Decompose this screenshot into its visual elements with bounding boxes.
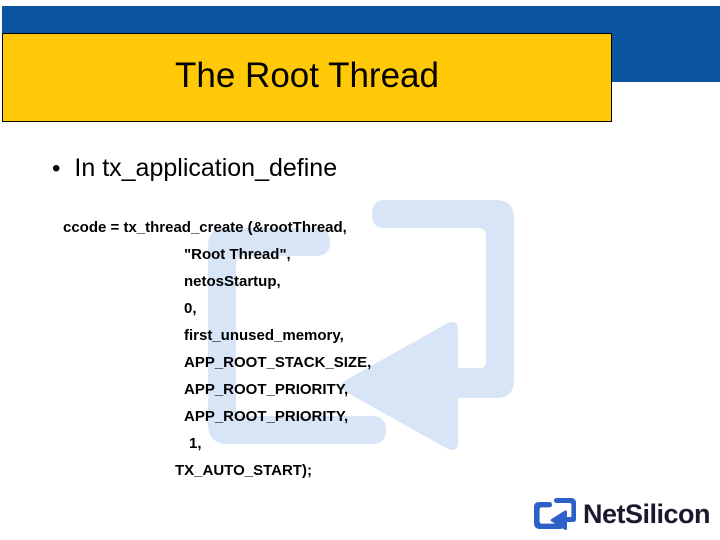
- code-line: first_unused_memory,: [184, 327, 344, 344]
- code-line: netosStartup,: [184, 273, 281, 290]
- code-line: 0,: [184, 300, 197, 317]
- page-title: The Root Thread: [175, 56, 439, 95]
- code-line: ccode = tx_thread_create (&rootThread,: [63, 219, 347, 236]
- code-line: APP_ROOT_PRIORITY,: [184, 408, 349, 425]
- netsilicon-wordmark: NetSilicon: [582, 498, 711, 529]
- netsilicon-logo: NetSilicon: [533, 494, 711, 534]
- code-line: 1,: [189, 435, 202, 452]
- bullet-marker-icon: •: [52, 155, 61, 182]
- code-block: ccode = tx_thread_create (&rootThread, "R…: [0, 214, 720, 484]
- netsilicon-arrow-logo-icon: [533, 498, 576, 531]
- title-banner: The Root Thread: [2, 33, 612, 122]
- code-line: "Root Thread",: [184, 246, 291, 263]
- bullet-item: • In tx_application_define: [52, 156, 337, 181]
- bullet-item-label: In tx_application_define: [74, 154, 338, 182]
- code-line: APP_ROOT_PRIORITY,: [184, 381, 349, 398]
- code-line: APP_ROOT_STACK_SIZE,: [184, 354, 372, 371]
- code-line: TX_AUTO_START);: [175, 462, 312, 479]
